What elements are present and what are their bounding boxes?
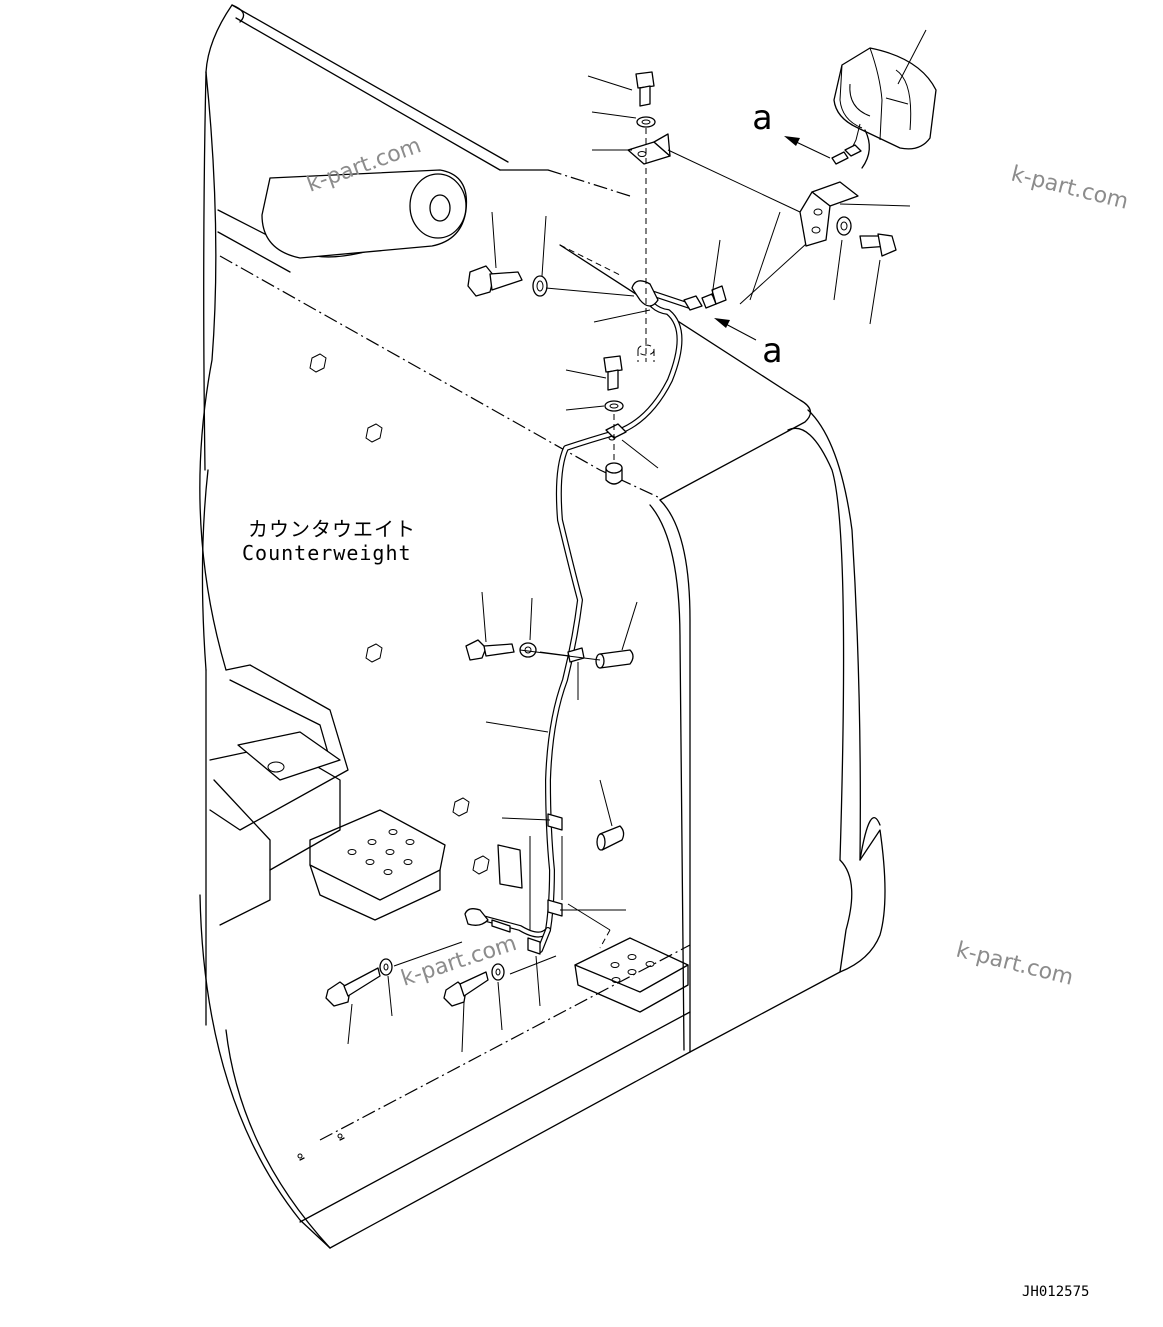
watermark: k-part.com [954, 938, 1076, 991]
step-holes-2 [610, 954, 655, 983]
wiring-harness [464, 280, 727, 955]
bolt-icon [465, 639, 515, 661]
drawing-id: JH012575 [1022, 1284, 1089, 1300]
washer-icon [532, 275, 548, 297]
bolt-icon [603, 355, 623, 391]
spacer-icon [595, 649, 634, 669]
work-lamp [831, 47, 937, 169]
bolt-icon [325, 967, 381, 1007]
spacer-icon [605, 462, 623, 485]
washer-icon [636, 116, 656, 128]
washer-icon [379, 958, 393, 976]
lamp-bracket [799, 181, 859, 247]
harness-bracket [627, 133, 671, 165]
bolt-icon [467, 265, 523, 297]
spacer-icon [596, 825, 625, 851]
counterweight-label-jp: カウンタウエイト [248, 517, 416, 541]
washer-icon [836, 216, 852, 236]
washer-icon [604, 400, 624, 412]
view-mark-lower: a [762, 331, 782, 371]
arrow-icon [784, 136, 831, 159]
bolt-icon [859, 233, 897, 257]
arrow-icon [714, 318, 757, 341]
washer-icon [491, 963, 505, 981]
boss-markers [309, 353, 490, 875]
leader-lines [347, 29, 927, 1053]
lower-frame [209, 664, 689, 1161]
view-arrows [714, 136, 831, 341]
counterweight-outline [199, 4, 886, 1249]
watermark: k-part.com [1009, 162, 1131, 215]
step-holes-1 [347, 829, 415, 875]
hardware-items [325, 71, 897, 1007]
counterweight-label-en: Counterweight [242, 541, 412, 565]
view-mark-upper: a [752, 98, 772, 138]
bolt-icon [635, 71, 655, 107]
